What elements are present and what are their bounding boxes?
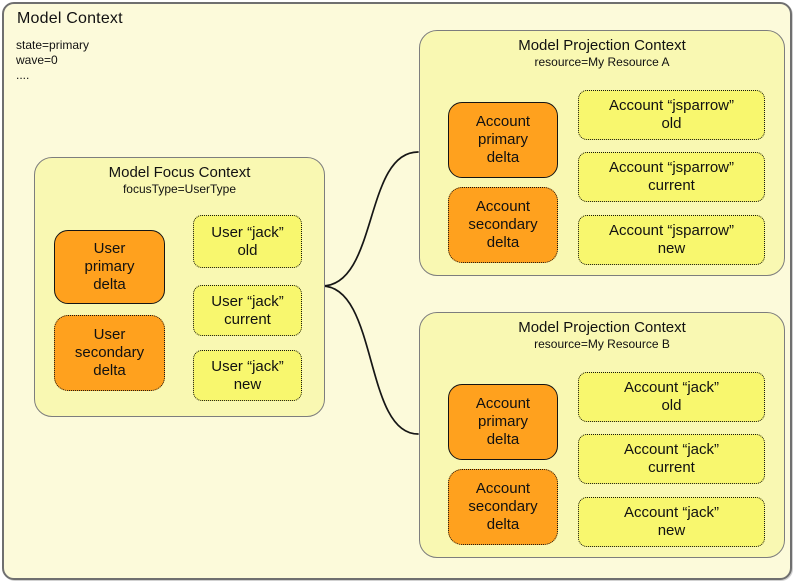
projection-a-item-new: Account “jsparrow” new bbox=[578, 215, 765, 265]
focus-item-old: User “jack” old bbox=[193, 215, 302, 268]
projection-b-subtitle: resource=My Resource B bbox=[534, 337, 670, 351]
projection-b-item-old: Account “jack” old bbox=[578, 372, 765, 422]
projection-context-a-box: Model Projection Context resource=My Res… bbox=[419, 30, 785, 276]
focus-item-current: User “jack” current bbox=[193, 285, 302, 336]
projection-b-item-current: Account “jack” current bbox=[578, 434, 765, 484]
attr-wave: wave=0 bbox=[16, 53, 58, 67]
focus-context-box: Model Focus Context focusType=UserType U… bbox=[34, 157, 325, 417]
projection-b-primary-delta-node: Account primary delta bbox=[448, 384, 558, 460]
projection-b-secondary-delta-node: Account secondary delta bbox=[448, 469, 558, 545]
projection-a-item-current: Account “jsparrow” current bbox=[578, 152, 765, 202]
projection-b-item-new: Account “jack” new bbox=[578, 497, 765, 547]
focus-item-new: User “jack” new bbox=[193, 350, 302, 401]
model-context-box: Model Context state=primary wave=0 .... … bbox=[2, 2, 792, 580]
model-context-title: Model Context bbox=[17, 10, 123, 27]
attr-ellipsis: .... bbox=[16, 68, 30, 82]
projection-context-b-box: Model Projection Context resource=My Res… bbox=[419, 312, 785, 558]
model-context-attributes: state=primary wave=0 .... bbox=[16, 38, 89, 83]
focus-context-title: Model Focus Context bbox=[108, 164, 251, 181]
projection-b-title: Model Projection Context bbox=[518, 319, 686, 336]
focus-secondary-delta-node: User secondary delta bbox=[54, 315, 165, 391]
focus-context-subtitle: focusType=UserType bbox=[122, 182, 237, 196]
connector-to-projection-a bbox=[321, 151, 419, 287]
projection-a-primary-delta-node: Account primary delta bbox=[448, 102, 558, 178]
projection-a-item-old: Account “jsparrow” old bbox=[578, 90, 765, 140]
projection-a-secondary-delta-node: Account secondary delta bbox=[448, 187, 558, 263]
connector-to-projection-b bbox=[321, 285, 419, 435]
focus-primary-delta-node: User primary delta bbox=[54, 230, 165, 304]
attr-state: state=primary bbox=[16, 38, 90, 52]
projection-a-title: Model Projection Context bbox=[518, 37, 686, 54]
projection-a-subtitle: resource=My Resource A bbox=[534, 55, 670, 69]
